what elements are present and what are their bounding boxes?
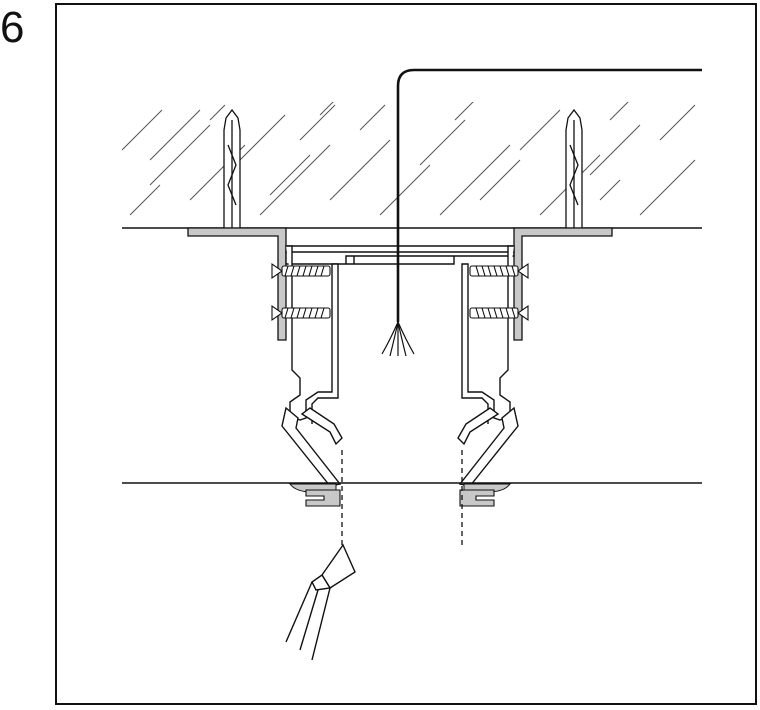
power-cable — [396, 68, 702, 322]
utility-knife-icon — [285, 543, 356, 661]
screw-left-top — [271, 262, 331, 280]
screw-right-bottom — [469, 304, 529, 322]
wall-anchor-left — [223, 108, 241, 229]
plaster-edge-right — [459, 489, 495, 507]
screw-right-top — [469, 262, 529, 280]
channel-profile — [281, 245, 519, 487]
mounting-bracket-right — [513, 227, 613, 341]
frame-border — [55, 3, 757, 705]
mounting-bracket-left — [187, 227, 287, 341]
step-number: 6 — [0, 3, 25, 52]
cable-wire-ends — [381, 321, 415, 357]
plaster-edge-left — [305, 489, 341, 507]
screw-left-bottom — [271, 304, 331, 322]
wall-anchor-right — [565, 108, 583, 229]
ceiling-hatch — [122, 102, 696, 216]
